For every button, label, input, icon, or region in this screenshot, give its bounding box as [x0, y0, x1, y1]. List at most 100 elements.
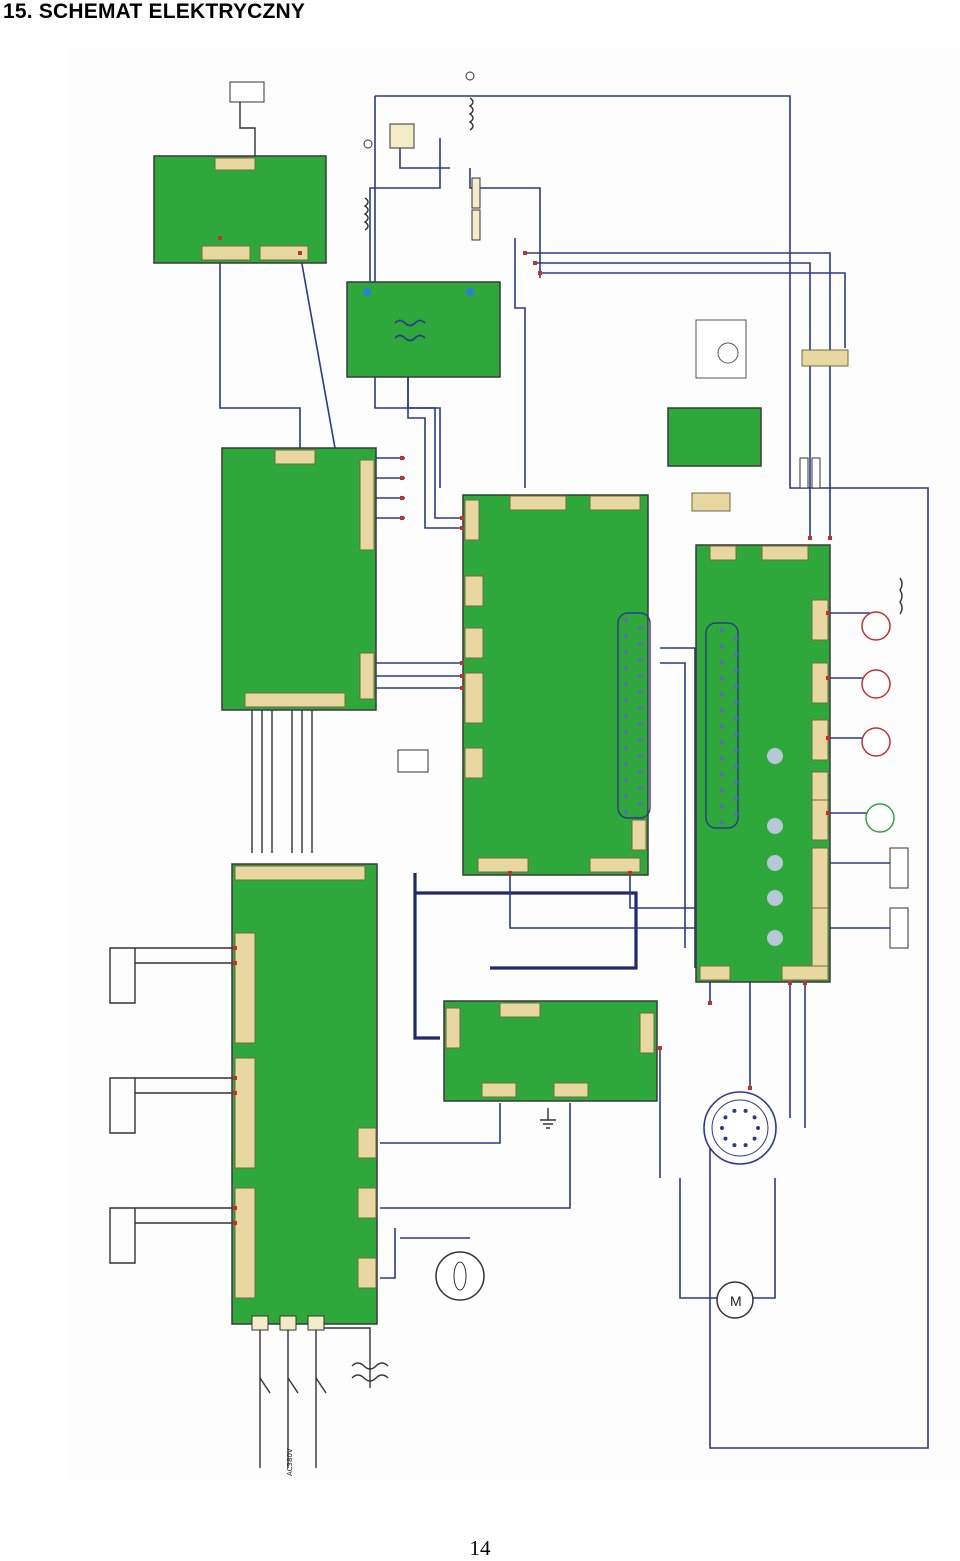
db-pin: [733, 715, 739, 721]
terminal-marker: [400, 496, 404, 500]
db-pin: [637, 769, 643, 775]
din-pin: [756, 1126, 760, 1130]
pin-strip-main-left-3: [464, 627, 484, 659]
db-pin: [637, 657, 643, 663]
din-socket: [703, 1091, 777, 1165]
wire-transformer-out-2: [407, 348, 465, 529]
board-transformer: [346, 281, 501, 378]
knob-3: [767, 855, 783, 871]
power-outlet-socket: [717, 342, 739, 364]
knob-1: [767, 748, 783, 764]
db-pin: [623, 681, 629, 687]
page-heading: 15. SCHEMAT ELEKTRYCZNY: [3, 0, 306, 23]
db-pin: [637, 673, 643, 679]
db-pin: [637, 641, 643, 647]
db-pin: [637, 625, 643, 631]
ground-symbol: [540, 1108, 556, 1129]
pin-strip-main-top-2: [589, 495, 641, 511]
pin-strip-right-3: [811, 719, 829, 761]
pin-strip-power-top: [234, 865, 366, 881]
wire-outer-right-loop: [375, 95, 929, 1449]
terminal-marker: [523, 251, 527, 255]
indicator-box: [389, 123, 415, 149]
din-pin: [732, 1143, 737, 1148]
wire-indicator: [399, 144, 450, 169]
fuse-top-2: [471, 209, 481, 241]
wire-driver-lower: [380, 1103, 501, 1144]
din-pin: [723, 1136, 728, 1141]
output-box-2: [889, 907, 909, 949]
db-pin: [733, 795, 739, 801]
electrical-schematic: M AC380V: [70, 48, 960, 1480]
wire-dc-motor-right: [750, 1178, 776, 1299]
switch-s2: [287, 1377, 299, 1394]
db-connector-pins: [623, 617, 739, 825]
sensor-circle-2: [861, 669, 891, 699]
wire-center-trunk: [514, 238, 526, 488]
db-pin: [623, 761, 629, 767]
wire-fuse-feed: [469, 168, 541, 278]
db-pin: [623, 617, 629, 623]
terminal-marker: [826, 811, 830, 815]
pin-strip-right-1: [811, 599, 829, 641]
pin-strip-main-bottom-2: [589, 857, 641, 873]
terminal-marker: [808, 536, 812, 540]
pin-strip-tl-bottom-2: [259, 245, 309, 261]
wire-diagonal-upper: [299, 252, 336, 449]
pin-strip-2a-right: [359, 459, 375, 551]
wire-relay-feed: [369, 138, 441, 288]
db-connector-right: [705, 622, 739, 829]
terminal-marker: [233, 1206, 237, 1210]
wire-thick-center: [415, 891, 638, 970]
db-pin: [733, 699, 739, 705]
pin-strips: [201, 157, 849, 1299]
switch-s1: [259, 1377, 271, 1394]
page-number: 14: [469, 1536, 491, 1560]
db-pin: [637, 785, 643, 791]
db-pin: [623, 649, 629, 655]
db-pin: [623, 793, 629, 799]
din-pin: [743, 1143, 748, 1148]
terminal-marker: [708, 1001, 712, 1005]
db-pin: [623, 697, 629, 703]
transformer-winding-1: [394, 319, 426, 327]
pin-strip-upper-right: [801, 349, 849, 367]
pin-strip-power-right-3: [357, 1257, 377, 1289]
terminal-marker: [828, 536, 832, 540]
dc-motor: [716, 1281, 754, 1319]
din-pin: [752, 1115, 757, 1120]
terminal-marker: [233, 1221, 237, 1225]
terminal-marker: [460, 526, 464, 530]
pin-strip-right-top-2: [761, 545, 809, 561]
db-pin: [637, 721, 643, 727]
terminal-marker: [233, 961, 237, 965]
wire-left-upper: [219, 238, 301, 448]
db-pin: [733, 651, 739, 657]
supply-transformer-1: [351, 1362, 389, 1370]
relay-component: [397, 749, 429, 773]
pin-strip-power-left-3: [234, 1187, 256, 1299]
pin-strip-power-right-1: [357, 1127, 377, 1159]
terminal-marker: [803, 981, 807, 985]
terminal-marker: [826, 611, 830, 615]
terminal-marker: [400, 516, 404, 520]
knob-2: [767, 818, 783, 834]
pin-strip-tl-bottom-1: [201, 245, 251, 261]
terminal-marker: [826, 736, 830, 740]
terminal-marker: [233, 946, 237, 950]
supply-voltage-label: AC380V: [286, 1448, 294, 1476]
db-connectors: [617, 612, 739, 829]
wire-transformer-feed: [316, 1327, 371, 1388]
pin-strip-power-left-2: [234, 1057, 256, 1169]
db-pin: [733, 779, 739, 785]
db-pin: [719, 771, 725, 777]
db-pin: [637, 705, 643, 711]
db-pin: [623, 809, 629, 815]
db-pin: [719, 723, 725, 729]
terminal-marker: [628, 871, 632, 875]
pin-strip-right-bottom-1: [699, 965, 731, 981]
wire-sensor-loop-3: [109, 1207, 136, 1264]
board-power: [231, 863, 378, 1325]
power-outlet: [695, 319, 747, 379]
wiring: [109, 95, 929, 1468]
